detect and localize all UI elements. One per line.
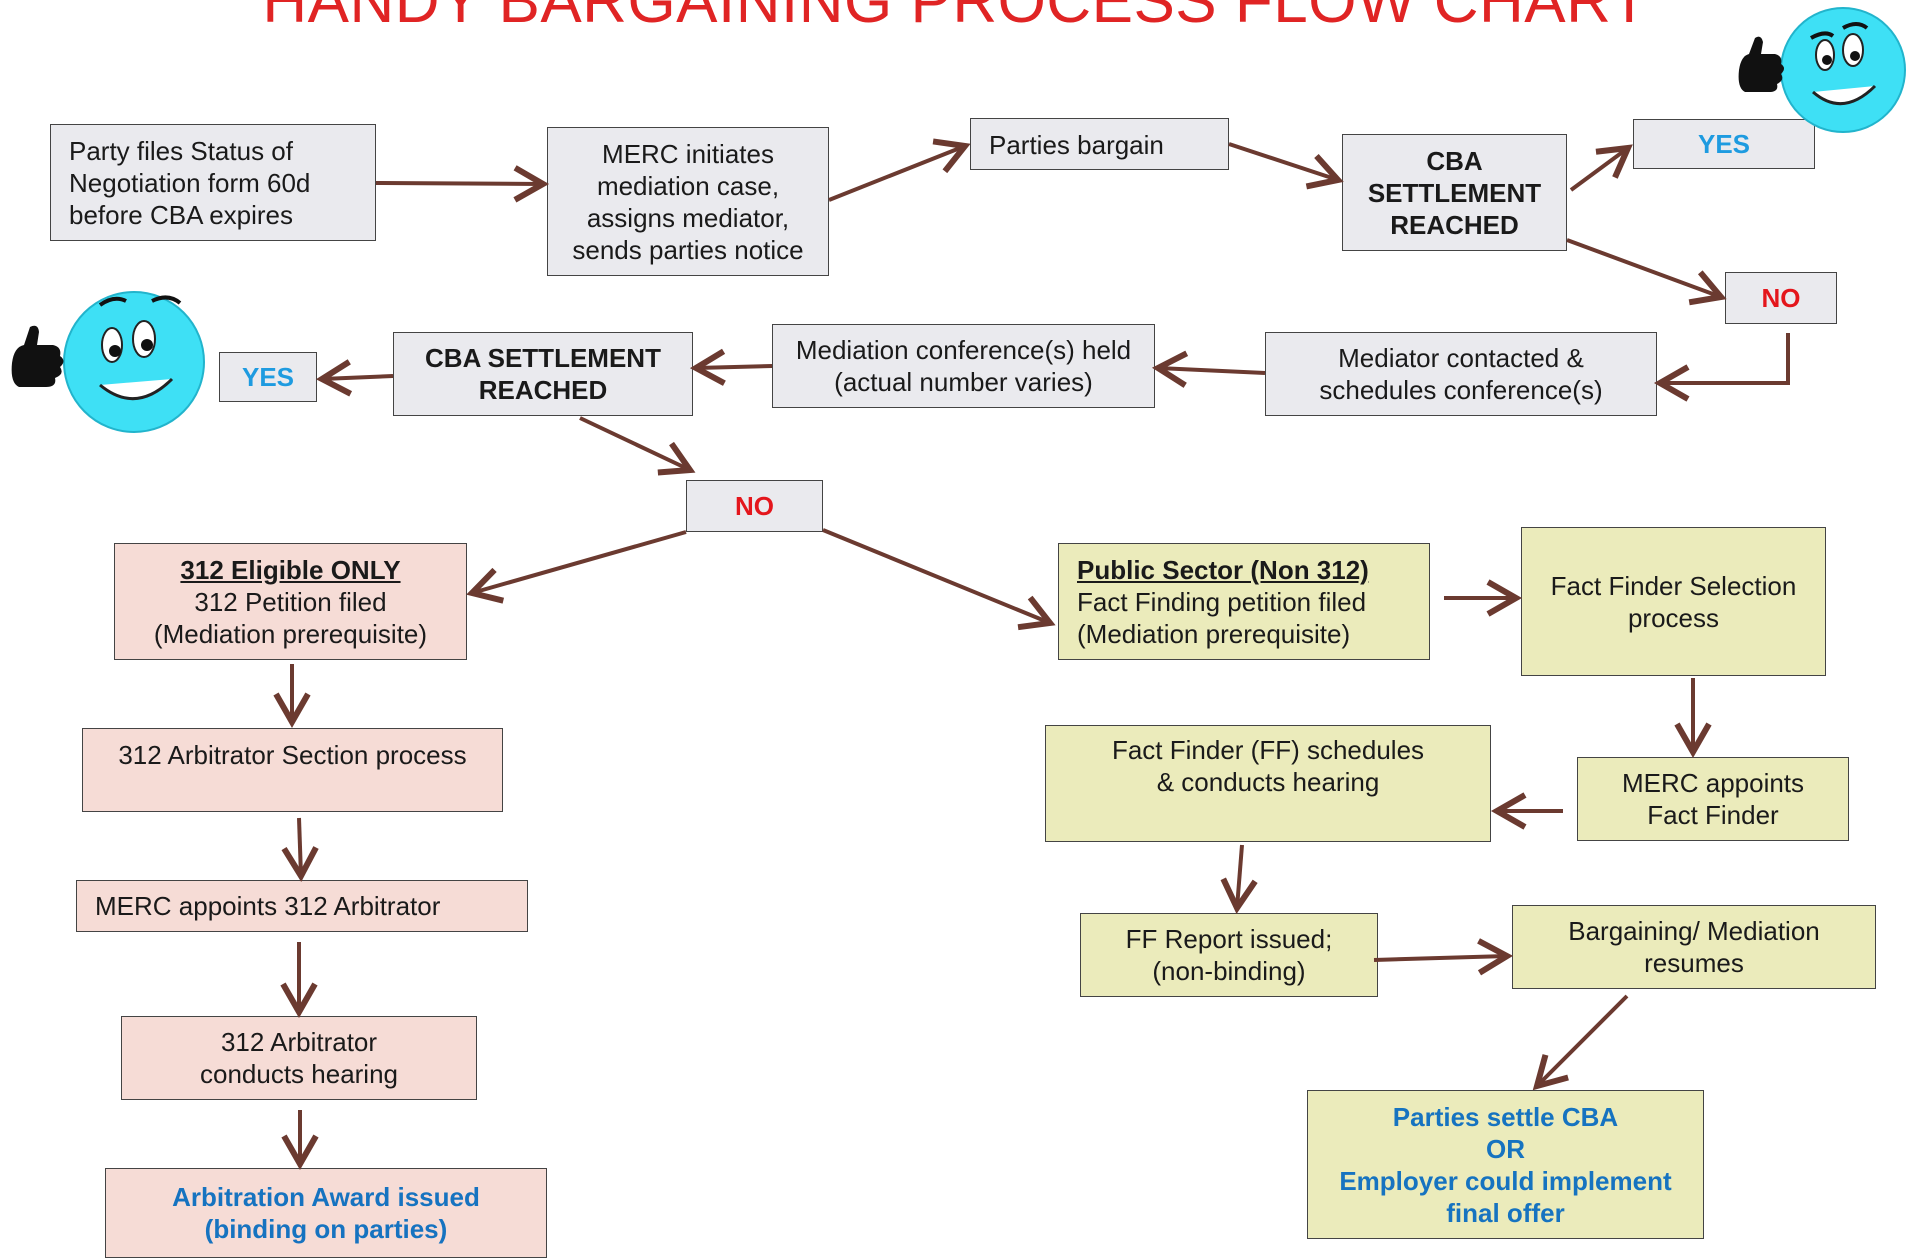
smiley-thumbs-up-icon bbox=[11, 291, 205, 433]
final-outcome-box: Parties settle CBA OR Employer could imp… bbox=[1307, 1090, 1704, 1239]
public-sector-body: Fact Finding petition filed (Mediation p… bbox=[1077, 586, 1367, 649]
cba-settlement-box-1: CBA SETTLEMENT REACHED bbox=[1342, 134, 1567, 251]
arrow-no1-to-mediator bbox=[1653, 333, 1790, 402]
mediation-conference-box: Mediation conference(s) held (actual num… bbox=[772, 324, 1155, 408]
mediator-contacted-box: Mediator contacted & schedules conferenc… bbox=[1265, 332, 1657, 416]
arbitrator-selection-box: 312 Arbitrator Section process bbox=[82, 728, 503, 812]
arrow-report-to-resumes bbox=[1373, 938, 1514, 976]
yes-box-1: YES bbox=[1633, 119, 1815, 169]
cba-settlement-box-2: CBA SETTLEMENT REACHED bbox=[393, 332, 693, 416]
arrow-resumes-to-outcome bbox=[1532, 994, 1629, 1091]
bargaining-resumes-box: Bargaining/ Mediation resumes bbox=[1512, 905, 1876, 989]
ff-hearing-box: Fact Finder (FF) schedules & conducts he… bbox=[1045, 725, 1491, 842]
public-sector-box: Public Sector (Non 312) Fact Finding pet… bbox=[1058, 543, 1430, 660]
arrow-selection-to-appoint bbox=[281, 817, 319, 883]
arrow-cba1-to-no1 bbox=[1566, 238, 1727, 306]
eligible-312-body: 312 Petition filed (Mediation prerequisi… bbox=[153, 586, 428, 649]
page-title: HANDY BARGAINING PROCESS FLOW CHART bbox=[262, 0, 1649, 36]
merc-initiates-box: MERC initiates mediation case, assigns m… bbox=[547, 127, 829, 276]
merc-appoints-arbitrator-box: MERC appoints 312 Arbitrator bbox=[76, 880, 528, 932]
parties-bargain-box: Parties bargain bbox=[970, 118, 1229, 170]
smiley-thumbs-up-icon bbox=[1738, 7, 1906, 133]
arrow-merc-to-bargain bbox=[828, 138, 971, 202]
arrow-cba1-to-yes1 bbox=[1569, 144, 1633, 192]
no-box-2: NO bbox=[686, 480, 823, 532]
party-files-box: Party files Status of Negotiation form 6… bbox=[50, 124, 376, 241]
public-sector-heading: Public Sector (Non 312) bbox=[1077, 554, 1369, 585]
fact-finder-selection-box: Fact Finder Selection process bbox=[1521, 527, 1826, 676]
arrow-no2-to-public bbox=[822, 528, 1056, 631]
arrow-cba2-to-yes2 bbox=[315, 359, 394, 397]
ff-report-box: FF Report issued; (non-binding) bbox=[1080, 913, 1378, 997]
no-box-1: NO bbox=[1725, 272, 1837, 324]
arrow-party-to-merc bbox=[375, 165, 550, 203]
arbitrator-hearing-box: 312 Arbitrator conducts hearing bbox=[121, 1016, 477, 1100]
arrow-no2-to-312 bbox=[466, 530, 687, 604]
merc-appoints-ff-box: MERC appoints Fact Finder bbox=[1577, 757, 1849, 841]
arbitration-award-box: Arbitration Award issued (binding on par… bbox=[105, 1168, 547, 1258]
arrow-bargain-to-cba1 bbox=[1228, 142, 1344, 190]
yes-box-2: YES bbox=[219, 352, 317, 402]
arrow-ffhearing-to-report bbox=[1220, 844, 1258, 915]
arrow-cba2-to-no2 bbox=[579, 416, 696, 476]
eligible-312-heading: 312 Eligible ONLY bbox=[180, 554, 401, 585]
arrow-conference-to-cba2 bbox=[689, 348, 773, 386]
arrow-mediator-to-conference bbox=[1151, 350, 1266, 388]
